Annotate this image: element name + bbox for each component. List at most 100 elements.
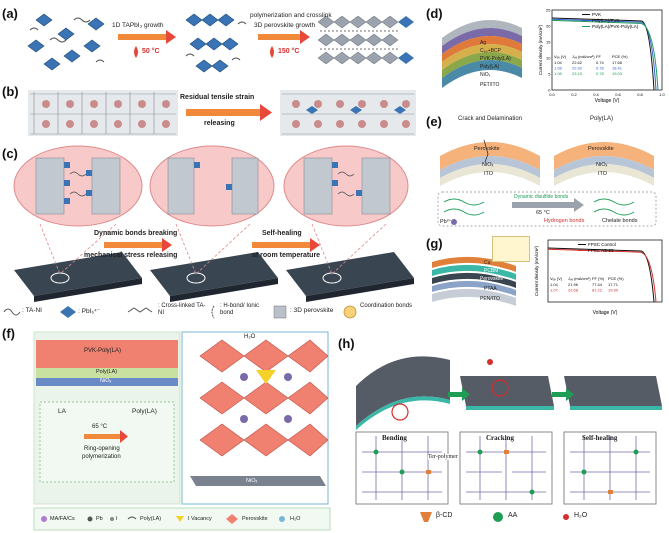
e-pb: Pb²⁺	[440, 219, 452, 225]
panel-g-label: (g)	[426, 236, 443, 251]
table-cell: 18.41	[612, 66, 623, 71]
table-cell: 19.90	[608, 288, 619, 293]
legend-entry: FPSC AS-23	[588, 248, 614, 253]
e-left-title: Crack and Delamination	[458, 116, 523, 122]
table-cell: 81.22	[592, 288, 603, 293]
g-molecule-inset	[492, 236, 530, 262]
ta-ni-icon	[3, 308, 21, 316]
f-polyla: Poly(LA)	[96, 369, 118, 375]
panel-e: (e) Crack and Delamination Poly(LA) Pero…	[424, 110, 669, 232]
panel-c-label: (c)	[2, 146, 18, 161]
y-tick-label: 0	[548, 88, 551, 93]
table-cell: 22.68	[568, 288, 579, 293]
table-cell: 1.04	[550, 282, 559, 287]
film-1	[14, 252, 142, 302]
legend-entry: Poly(LA)/PVK-Poly(LA)	[592, 24, 639, 29]
arrow-self-healing	[252, 238, 320, 252]
f-legend-5: Perovskite	[242, 516, 268, 522]
panel-f: (f)	[0, 326, 332, 533]
jv-curve-0	[551, 17, 655, 91]
film-3	[286, 252, 414, 302]
table-cell: 0.74	[596, 60, 605, 65]
table-cell: 19.03	[612, 71, 623, 76]
panel-e-label: (e)	[426, 114, 442, 129]
flexible-device-stack	[442, 20, 522, 88]
e-right-ito: ITO	[598, 171, 608, 177]
table-header-cell: PCE (%)	[612, 54, 628, 59]
legend-hbond: : H-bond/ Ionic bond	[220, 303, 260, 316]
h-legend-bcd: β-CD	[436, 512, 453, 519]
panel-h-illustration	[355, 356, 662, 522]
panel-f-label: (f)	[2, 326, 15, 341]
g-stack-pen: PEN/ITO	[480, 296, 500, 302]
panel-d-label: (d)	[426, 6, 443, 21]
h-legend-icons	[420, 512, 569, 522]
h-legend-aa: AA	[508, 512, 518, 519]
y-tick-label: 5	[548, 72, 551, 77]
x-tick-label: 0.6	[615, 92, 621, 97]
f-pvk-polyla: PVK-Poly(LA)	[84, 348, 122, 354]
table-cell: 22.92	[572, 66, 583, 71]
legend-entry: PVK	[592, 12, 601, 17]
f-temp: 65 °C	[92, 424, 108, 430]
table-cell: 77.44	[592, 282, 603, 287]
arrow-polymerization	[258, 30, 310, 44]
jv-chart-g: Voltage (V) Current density (mA/cm²) FPSC …	[532, 236, 666, 316]
stack-petito: PET/ITO	[480, 82, 500, 88]
legend-3d-perovskite: : 3D perovskite	[290, 307, 334, 314]
x-tick-label: 0.4	[593, 92, 599, 97]
strained-lattice	[28, 90, 178, 136]
stack-polyla: Poly(LA)	[480, 64, 500, 70]
panel-c-legend: : TA-NI : PbI₆⁴⁻ : Cross-linked TA-NI : …	[0, 302, 420, 322]
self-heal-line1: Self-healing	[262, 230, 302, 237]
table-cell: 1.08	[554, 71, 563, 76]
jv-curve-0	[547, 247, 655, 303]
f-legend-1: Pb	[96, 516, 103, 522]
e-hbond: Hydrogen bonds	[544, 218, 585, 224]
stack-pvk: PVK-Poly(LA)	[480, 56, 511, 62]
panel-a-illustration	[27, 13, 414, 73]
strain-line2: releasing	[204, 120, 235, 127]
table-cell: 21.96	[568, 282, 579, 287]
y-tick-label: 25	[546, 8, 551, 13]
f-poly: Poly(LA)	[132, 408, 157, 415]
legend-crosslinked: : Cross-linked TA-NI	[158, 303, 206, 316]
fire-icon-150	[270, 46, 274, 58]
f-legend-4: I Vacancy	[188, 516, 212, 522]
e-right-nio: NiOₓ	[596, 162, 608, 168]
g-stack-pvk: Perovskite	[480, 276, 504, 282]
panel-b-illustration	[28, 90, 416, 136]
table-header-cell: Vₒₑ (V)	[554, 54, 567, 59]
e-left-ito: ITO	[484, 171, 494, 177]
panel-a: (a)	[0, 0, 420, 80]
coordination-icon	[343, 305, 357, 319]
table-cell: 22.62	[572, 60, 583, 65]
panel-b-label: (b)	[2, 84, 19, 99]
1d-chains	[185, 13, 239, 73]
panel-e-illustration	[437, 139, 657, 227]
table-cell: 0.78	[596, 66, 605, 71]
h-stage-cracking: Cracking	[486, 434, 514, 442]
legend-pbi6: : PbI₆⁴⁻	[78, 308, 101, 315]
panel-d: (d) Ag C₆₀+BCP PVK-Poly(LA) Poly(LA) NiO…	[424, 0, 669, 108]
table-header-cell: FF (%)	[592, 276, 605, 281]
x-tick-label: 0.2	[571, 92, 577, 97]
e-center-text: Dynamic disulfide bonds	[514, 194, 569, 200]
g-stack-cu: Cu	[484, 260, 491, 266]
f-reaction-1: Ring-opening	[84, 446, 120, 452]
panel-b: (b) Residual tensile strai	[0, 82, 420, 142]
arrow-dynamic-bonds	[512, 198, 584, 212]
table-header-cell: Jₛₑ (mA/cm²)	[572, 54, 595, 59]
f-h2o: H₂O	[244, 334, 256, 340]
step2-temp: 150 °C	[278, 48, 300, 55]
f-niox: NiOₓ	[100, 378, 112, 384]
h-legend-h2o: H₂O	[574, 512, 588, 519]
panel-g: (g) Cu PCBM Perovskite PTAA PEN/ITO Volt…	[424, 234, 669, 318]
crosslinked-icon	[127, 307, 153, 313]
x-axis-label: Voltage (V)	[593, 310, 618, 316]
x-axis-label: Voltage (V)	[595, 98, 620, 104]
panel-c: (c)	[0, 144, 420, 302]
y-tick-label: 15	[546, 40, 551, 45]
y-axis-label: Current density (mA/cm²)	[534, 245, 539, 296]
table-cell: 23.19	[572, 71, 583, 76]
